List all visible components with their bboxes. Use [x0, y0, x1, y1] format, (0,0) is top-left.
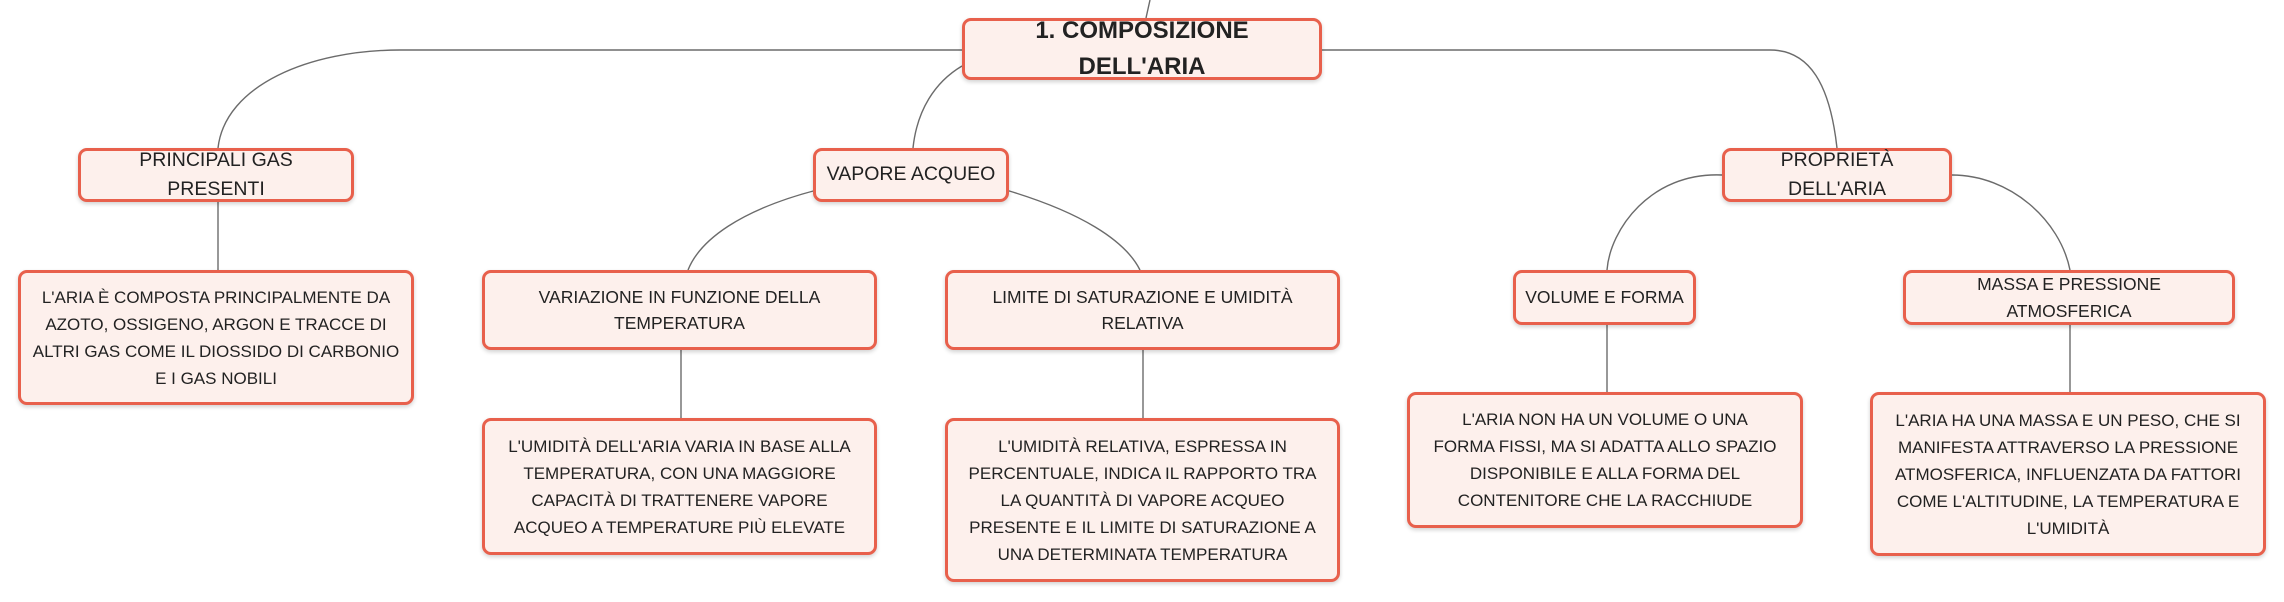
node-volume-forma-label: VOLUME E FORMA [1525, 287, 1684, 308]
connector-root-to-gas [217, 49, 962, 149]
node-variazione-description-text: L'UMIDITÀ DELL'ARIA VARIA IN BASE ALLA T… [508, 436, 851, 537]
node-massa-description-text: L'ARIA HA UNA MASSA E UN PESO, CHE SI MA… [1894, 410, 2242, 538]
node-root-composizione[interactable]: 1. COMPOSIZIONE DELL'ARIA [962, 17, 1322, 80]
node-massa-description[interactable]: L'ARIA HA UNA MASSA E UN PESO, CHE SI MA… [1870, 392, 2266, 556]
node-volume-description[interactable]: L'ARIA NON HA UN VOLUME O UNA FORMA FISS… [1407, 392, 1803, 528]
connector-root-to-proprieta [1322, 49, 1838, 149]
node-volume-forma[interactable]: VOLUME E FORMA [1513, 270, 1696, 325]
node-root-label: 1. COMPOSIZIONE DELL'ARIA [1035, 17, 1249, 80]
node-gas-description-text: L'ARIA È COMPOSTA PRINCIPALMENTE DA AZOT… [32, 287, 400, 388]
node-proprieta-aria[interactable]: PROPRIETÀ DELL'ARIA [1722, 148, 1952, 202]
node-massa-pressione-label: MASSA E PRESSIONE ATMOSFERICA [1977, 274, 2161, 321]
node-limite-description[interactable]: L'UMIDITÀ RELATIVA, ESPRESSA IN PERCENTU… [945, 418, 1340, 582]
node-principali-gas-label: PRINCIPALI GAS PRESENTI [139, 148, 293, 200]
node-variazione-temperatura-label: VARIAZIONE IN FUNZIONE DELLA TEMPERATURA [538, 286, 821, 333]
connector-root-to-vapore [912, 65, 963, 149]
node-limite-saturazione-label: LIMITE DI SATURAZIONE E UMIDITÀ RELATIVA [992, 286, 1293, 333]
node-vapore-acqueo-label: VAPORE ACQUEO [826, 163, 996, 186]
node-limite-description-text: L'UMIDITÀ RELATIVA, ESPRESSA IN PERCENTU… [968, 436, 1317, 564]
connector-vapore-to-variazione [687, 189, 818, 271]
node-volume-description-text: L'ARIA NON HA UN VOLUME O UNA FORMA FISS… [1433, 410, 1777, 510]
node-gas-description[interactable]: L'ARIA È COMPOSTA PRINCIPALMENTE DA AZOT… [18, 270, 414, 405]
node-massa-pressione[interactable]: MASSA E PRESSIONE ATMOSFERICA [1903, 270, 2235, 325]
connector-proprieta-to-volume [1606, 174, 1723, 271]
connector-proprieta-to-massa [1951, 174, 2071, 271]
node-variazione-description[interactable]: L'UMIDITÀ DELL'ARIA VARIA IN BASE ALLA T… [482, 418, 877, 555]
connector-vapore-to-limite [1005, 189, 1141, 271]
node-variazione-temperatura[interactable]: VARIAZIONE IN FUNZIONE DELLA TEMPERATURA [482, 270, 877, 350]
node-vapore-acqueo[interactable]: VAPORE ACQUEO [813, 148, 1009, 202]
node-limite-saturazione[interactable]: LIMITE DI SATURAZIONE E UMIDITÀ RELATIVA [945, 270, 1340, 350]
node-proprieta-aria-label: PROPRIETÀ DELL'ARIA [1780, 148, 1894, 200]
node-principali-gas[interactable]: PRINCIPALI GAS PRESENTI [78, 148, 354, 202]
